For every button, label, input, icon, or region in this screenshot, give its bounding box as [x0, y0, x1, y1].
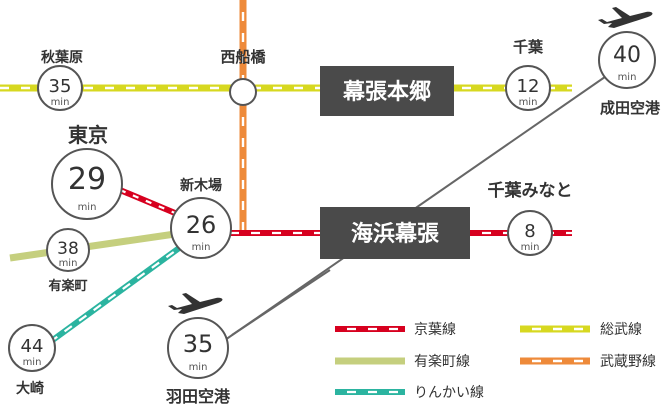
svg-text:min: min [189, 362, 208, 373]
legend-item-keiyo: 京葉線 [335, 322, 456, 338]
svg-text:38: 38 [57, 239, 79, 259]
hub-makuhari-hongo: 幕張本郷 [320, 66, 454, 116]
line-rinkai [48, 240, 188, 345]
hub-kaihin-makuhari: 海浜幕張 [320, 207, 470, 259]
legend-item-sobu: 総武線 [520, 322, 642, 338]
svg-text:羽田空港: 羽田空港 [166, 387, 231, 406]
svg-text:8: 8 [524, 221, 535, 242]
svg-text:千葉みなと: 千葉みなと [488, 180, 573, 201]
svg-text:min: min [78, 202, 97, 213]
station-haneda: 35 min 羽田空港 [166, 317, 231, 406]
station-osaki: 44 min 大崎 [8, 324, 56, 397]
legend: 京葉線 総武線 有楽町線 武蔵野線 りんかい線 [335, 322, 656, 401]
svg-text:35: 35 [183, 330, 214, 358]
station-nishifunabashi: 西船橋 [220, 48, 266, 106]
svg-text:東京: 東京 [68, 123, 108, 147]
line-yurakucho [9, 230, 176, 262]
svg-text:min: min [59, 258, 78, 269]
svg-text:min: min [192, 242, 211, 253]
svg-text:min: min [23, 357, 42, 368]
svg-text:武蔵野線: 武蔵野線 [600, 354, 656, 370]
svg-text:有楽町: 有楽町 [48, 278, 87, 294]
svg-text:min: min [519, 97, 538, 108]
legend-item-rinkai: りんかい線 [335, 385, 484, 401]
station-shinkiba: 新木場 26 min [170, 177, 232, 259]
svg-text:新木場: 新木場 [180, 177, 222, 194]
station-tokyo: 東京 29 min [51, 123, 123, 220]
connector-line-narita [224, 69, 616, 341]
svg-text:min: min [521, 242, 540, 253]
svg-text:40: 40 [613, 43, 641, 68]
svg-text:min: min [618, 72, 637, 83]
svg-text:44: 44 [21, 336, 44, 357]
station-akihabara: 秋葉原 35 min [37, 49, 83, 111]
svg-text:29: 29 [68, 162, 106, 197]
station-yurakucho: 38 min 有楽町 [46, 228, 90, 294]
svg-text:成田空港: 成田空港 [600, 99, 661, 117]
station-narita: 40 min 成田空港 [598, 31, 661, 117]
svg-text:大崎: 大崎 [16, 380, 44, 397]
svg-text:26: 26 [186, 211, 217, 239]
airplane-icon [598, 7, 653, 28]
svg-text:総武線: 総武線 [600, 322, 642, 338]
svg-text:min: min [51, 97, 70, 108]
connector-line-haneda [231, 269, 331, 336]
svg-text:西船橋: 西船橋 [220, 48, 266, 66]
svg-text:りんかい線: りんかい線 [414, 385, 484, 401]
station-chiba: 千葉 12 min [505, 38, 551, 111]
airplane-icon [168, 293, 223, 314]
svg-text:京葉線: 京葉線 [414, 322, 456, 338]
svg-text:12: 12 [517, 76, 540, 97]
legend-item-yurakucho: 有楽町線 [335, 354, 470, 370]
svg-text:海浜幕張: 海浜幕張 [351, 221, 440, 247]
svg-text:幕張本郷: 幕張本郷 [342, 80, 431, 105]
svg-text:35: 35 [49, 76, 72, 97]
legend-item-musashino: 武蔵野線 [520, 354, 656, 370]
station-chiba-minato: 千葉みなと 8 min [488, 180, 573, 256]
svg-text:秋葉原: 秋葉原 [41, 49, 83, 66]
svg-text:千葉: 千葉 [513, 38, 544, 56]
svg-text:有楽町線: 有楽町線 [414, 354, 470, 370]
